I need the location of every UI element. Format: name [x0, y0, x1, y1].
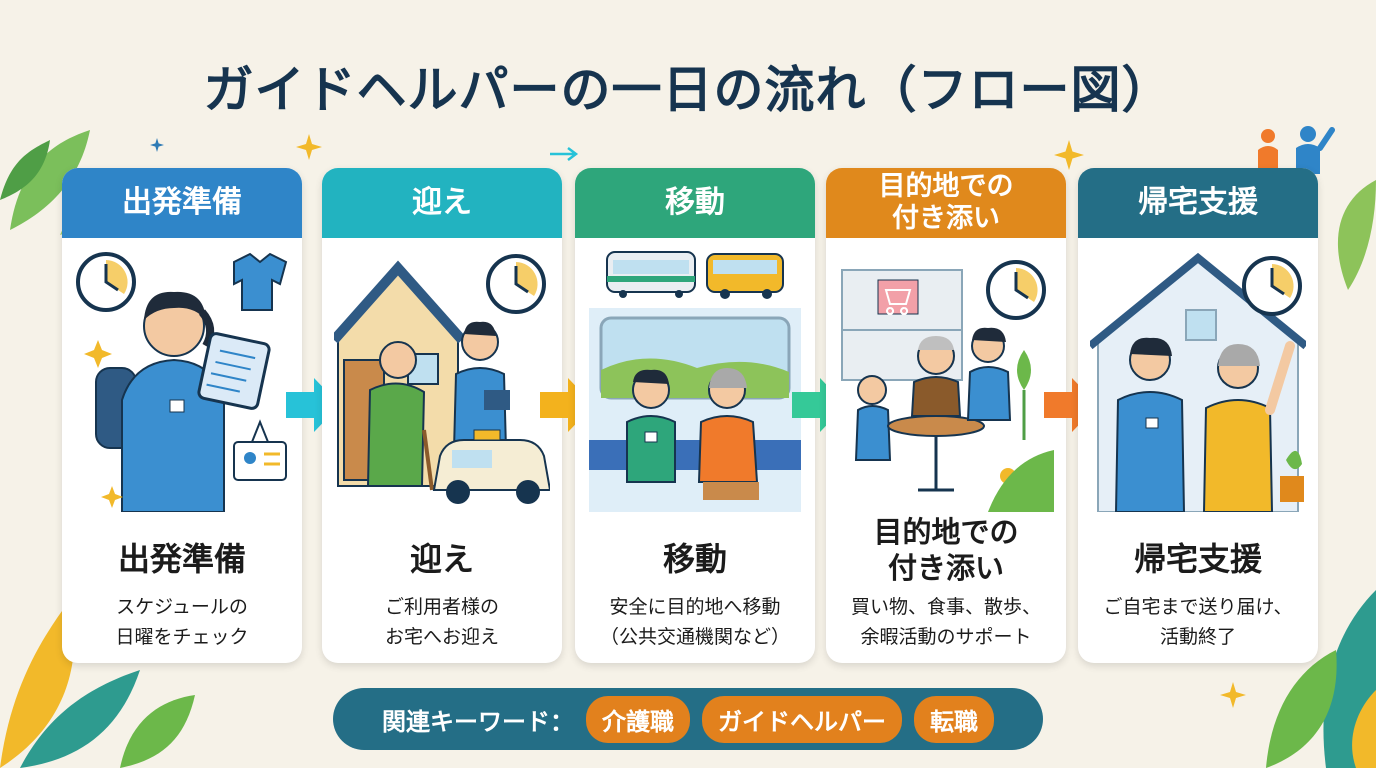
- return-home-illustration: [1090, 252, 1306, 512]
- step-header: 移動: [575, 168, 815, 238]
- elderly-man-icon: [910, 336, 962, 417]
- keyword-bar: 関連キーワード： 介護職 ガイドヘルパー 転職: [333, 688, 1043, 750]
- plant-icon: [1280, 450, 1304, 502]
- helper-person-icon: [966, 327, 1012, 421]
- step-title: 出発準備: [117, 540, 246, 578]
- sparkle-icon: [150, 138, 164, 152]
- keyword-chip[interactable]: 介護職: [586, 695, 690, 743]
- helper-person-icon: [626, 369, 676, 483]
- plant-icon: [1017, 350, 1031, 440]
- accompany-illustration: [841, 260, 1054, 512]
- step-card-return-home: 帰宅支援 帰宅支援 ご自宅まで送り届け、 活動終了: [1078, 168, 1318, 663]
- shirt-icon: [233, 252, 288, 311]
- elderly-woman-icon: [1202, 341, 1295, 512]
- sparkle-icon: [1054, 140, 1084, 170]
- step-title: 迎え: [409, 540, 474, 578]
- step-header: 帰宅支援: [1078, 168, 1318, 238]
- cafe-table-icon: [887, 415, 985, 492]
- id-card-icon: [233, 419, 287, 481]
- taxi-icon: [432, 429, 550, 504]
- step-card-preparation: 出発準備 出発準備 スケジュールの 日曜をチェック: [62, 168, 302, 663]
- people-waving-icon: [1258, 126, 1335, 174]
- step-header: 出発準備: [62, 168, 302, 238]
- child-icon: [854, 375, 892, 461]
- elderly-man-icon: [366, 341, 434, 491]
- keyword-chip[interactable]: 転職: [914, 695, 994, 743]
- step-header: 目的地での 付き添い: [826, 168, 1066, 238]
- leaves-right-icon: [1337, 180, 1376, 290]
- pickup-illustration: [334, 254, 550, 504]
- step-title: 帰宅支援: [1133, 540, 1262, 578]
- tablet-icon: [197, 332, 271, 410]
- leaves-bottom-left-icon: [0, 600, 195, 768]
- clock-icon: [1242, 256, 1302, 316]
- page-title: ガイドヘルパーの一日の流れ（フロー図）: [203, 61, 1173, 119]
- step-card-travel: 移動 移動 安全に目的地へ移動 （公共交通機関など）: [575, 168, 815, 663]
- preparation-illustration: [76, 252, 288, 512]
- travel-illustration: [589, 251, 801, 512]
- sparkle-icon: [1220, 682, 1246, 708]
- step-description: 安全に目的地へ移動 （公共交通機関など）: [599, 596, 790, 648]
- bus-icon: [706, 253, 784, 299]
- train-icon: [606, 251, 696, 298]
- clock-icon: [986, 260, 1046, 320]
- step-description: 買い物、食事、散歩、 余暇活動のサポート: [850, 596, 1041, 648]
- clock-icon: [76, 252, 136, 312]
- keyword-chip[interactable]: ガイドヘルパー: [702, 695, 902, 743]
- step-header: 迎え: [322, 168, 562, 238]
- step-description: スケジュールの 日曜をチェック: [115, 596, 249, 648]
- step-card-accompany: 目的地での 付き添い 目的地での 付き添い 買い物、食事、散歩、 余暇活動のサポ…: [826, 168, 1066, 663]
- step-description: ご自宅まで送り届け、 活動終了: [1103, 596, 1293, 648]
- step-title: 移動: [662, 540, 727, 578]
- leaves-bottom-right-icon: [1266, 590, 1376, 768]
- helper-person-icon: [121, 291, 225, 512]
- step-card-pickup: 迎え 迎え ご利用者様の お宅へお迎え: [322, 168, 562, 663]
- clock-icon: [486, 254, 546, 314]
- sparkle-icon: [296, 134, 322, 160]
- step-description: ご利用者様の お宅へお迎え: [384, 596, 499, 648]
- helper-person-icon: [1114, 337, 1186, 512]
- step-title: 目的地での 付き添い: [873, 515, 1019, 585]
- small-arrow-icon: [550, 147, 579, 161]
- keyword-label: 関連キーワード：: [382, 707, 574, 736]
- elderly-woman-icon: [697, 368, 759, 500]
